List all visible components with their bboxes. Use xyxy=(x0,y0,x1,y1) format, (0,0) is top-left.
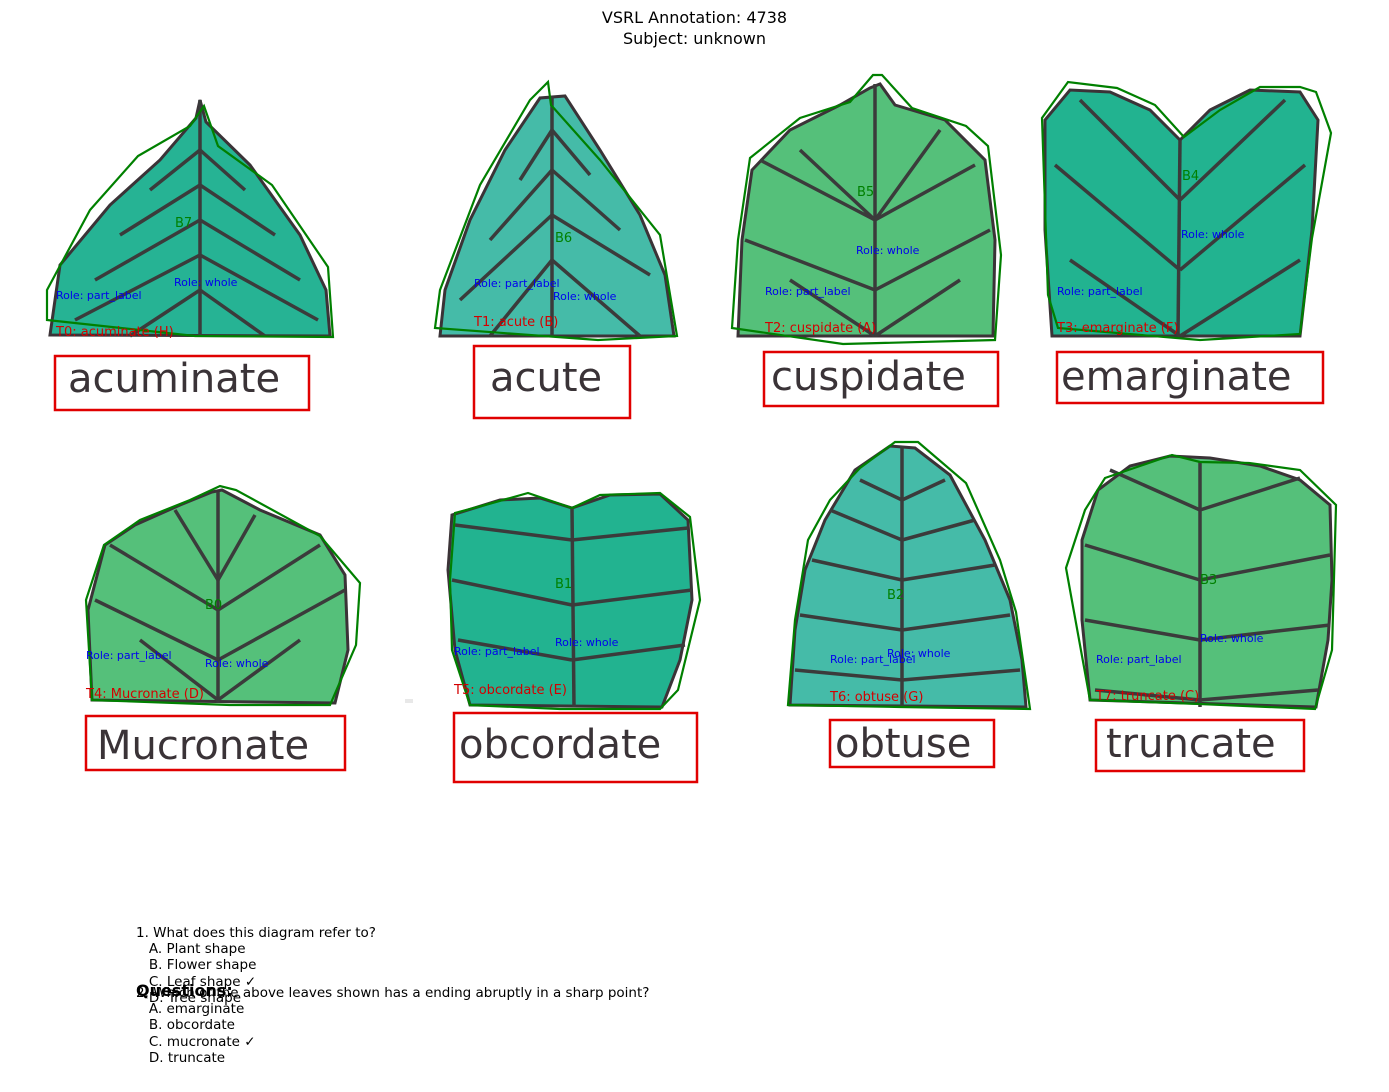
leaf-truncate: B3 Role: whole Role: part_label T7: trun… xyxy=(1064,453,1338,773)
text-tag-t6: T6: obtuse (G) xyxy=(829,690,923,705)
role-part-label: Role: part_label xyxy=(454,645,540,658)
text-tag-t7: T7: truncate (C) xyxy=(1095,689,1199,704)
leaf-obcordate: B1 Role: whole Role: part_label T5: obco… xyxy=(405,491,702,784)
leaf-acute-veins xyxy=(458,96,651,338)
role-part-label: Role: part_label xyxy=(1057,285,1143,298)
word-acuminate: acuminate xyxy=(68,356,280,402)
leaf-acuminate-veins xyxy=(74,100,319,338)
annotation-outline-acute xyxy=(433,79,679,342)
text-box-acuminate xyxy=(53,354,311,412)
word-obtuse: obtuse xyxy=(835,721,971,767)
question-2: 2. Which of the above leaves shown has a… xyxy=(136,985,650,1066)
blob-label-b1: B1 xyxy=(555,577,572,592)
text-box-cuspidate xyxy=(762,350,1000,408)
leaf-obtuse: B2 Role: whole Role: part_label T6: obtu… xyxy=(786,440,1032,769)
role-whole-label: Role: whole xyxy=(555,636,619,649)
text-tag-t4: T4: Mucronate (D) xyxy=(85,687,204,702)
text-tag-t2: T2: cuspidate (A) xyxy=(764,321,876,336)
leaf-mucronate-veins xyxy=(94,492,346,703)
role-part-label: Role: part_label xyxy=(86,649,172,662)
annotation-outline-cuspidate xyxy=(730,73,1003,346)
leaf-emarginate: B4 Role: whole Role: part_label T3: emar… xyxy=(1040,80,1333,405)
role-whole-label: Role: whole xyxy=(887,647,951,660)
text-tag-t1: T1: acute (B) xyxy=(473,315,558,330)
text-box-acute xyxy=(472,344,632,420)
question-1: 1. What does this diagram refer to? A. P… xyxy=(136,925,376,1006)
word-truncate: truncate xyxy=(1106,721,1276,767)
blob-label-b2: B2 xyxy=(887,588,904,603)
leaf-obcordate-veins xyxy=(451,507,693,708)
leaf-cuspidate: B5 Role: whole Role: part_label T2: cusp… xyxy=(730,73,1003,408)
role-part-label: Role: part_label xyxy=(1096,653,1182,666)
word-cuspidate: cuspidate xyxy=(771,354,966,400)
role-part-label: Role: part_label xyxy=(765,285,851,298)
role-part-label: Role: part_label xyxy=(830,653,916,666)
word-mucronate: Mucronate xyxy=(97,723,309,769)
annotation-outline-mucronate xyxy=(84,484,362,707)
leaf-acute-shape xyxy=(438,94,676,338)
text-box-obcordate xyxy=(452,711,699,784)
role-whole-label: Role: whole xyxy=(553,290,617,303)
leaf-mucronate: B0 Role: part_label Role: whole T4: Mucr… xyxy=(84,484,362,772)
annotation-outline-obcordate xyxy=(448,491,702,711)
annotation-outline-emarginate xyxy=(1040,80,1333,342)
role-part-label: Role: part_label xyxy=(474,277,560,290)
subject-subtitle: Subject: unknown xyxy=(623,29,766,48)
questions-heading: Questions: xyxy=(136,981,233,1000)
blob-label-b6: B6 xyxy=(555,231,572,246)
text-tag-t5: T5: obcordate (E) xyxy=(453,683,567,698)
role-whole-label: Role: whole xyxy=(174,276,238,289)
blob-label-b5: B5 xyxy=(857,185,874,200)
role-whole-label: Role: whole xyxy=(1200,632,1264,645)
stray-mark xyxy=(405,699,413,703)
leaf-emarginate-shape xyxy=(1043,88,1320,338)
leaf-acute: B6 Role: part_label Role: whole T1: acut… xyxy=(433,79,679,420)
role-part-label: Role: part_label xyxy=(56,289,142,302)
annotation-outline-acuminate xyxy=(45,103,335,339)
text-box-truncate xyxy=(1094,718,1306,773)
leaf-truncate-veins xyxy=(1084,462,1331,707)
leaf-acuminate: B7 Role: part_label Role: whole T0: acum… xyxy=(45,99,335,412)
role-whole-label: Role: whole xyxy=(1181,228,1245,241)
leaf-obcordate-shape xyxy=(446,492,694,709)
leaf-emarginate-veins xyxy=(1053,98,1307,338)
annotation-outline-obtuse xyxy=(786,440,1032,711)
text-tag-t3: T3: emarginate (F) xyxy=(1056,321,1178,336)
text-tag-t0: T0: acuminate (H) xyxy=(55,325,174,340)
text-box-obtuse xyxy=(828,718,996,769)
text-box-emarginate xyxy=(1055,350,1325,405)
leaf-obtuse-shape xyxy=(788,444,1028,709)
word-obcordate: obcordate xyxy=(459,722,661,768)
word-acute: acute xyxy=(490,355,602,401)
role-whole-label: Role: whole xyxy=(205,657,269,670)
blob-label-b4: B4 xyxy=(1182,169,1199,184)
blob-label-b0: B0 xyxy=(205,598,222,613)
role-whole-label: Role: whole xyxy=(856,244,920,257)
annotation-outline-truncate xyxy=(1064,453,1338,711)
leaf-obtuse-veins xyxy=(794,446,1021,707)
text-box-mucronate xyxy=(84,714,347,772)
blob-label-b3: B3 xyxy=(1200,573,1217,588)
leaf-acuminate-shape xyxy=(48,99,332,338)
blob-label-b7: B7 xyxy=(175,216,192,231)
word-emarginate: emarginate xyxy=(1061,354,1292,400)
annotation-title: VSRL Annotation: 4738 xyxy=(601,8,788,27)
leaf-cuspidate-veins xyxy=(744,84,991,338)
